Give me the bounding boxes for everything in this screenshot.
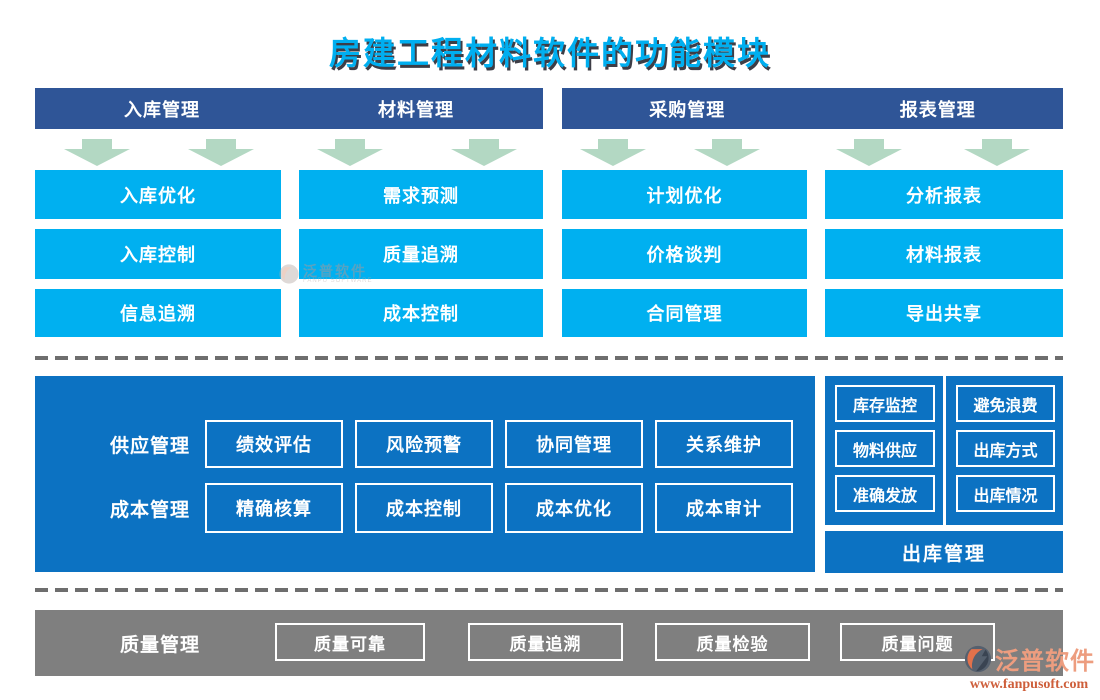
- right-module-box: 出库情况: [956, 475, 1055, 512]
- inventory-panel: 库存监控 物料供应 准确发放: [825, 376, 943, 525]
- top-module-box: 价格谈判: [562, 229, 807, 279]
- fanpu-logo-icon: [964, 645, 992, 672]
- right-module-box: 物料供应: [835, 430, 935, 467]
- mid-module-box: 成本控制: [355, 483, 493, 533]
- supply-cost-panel: 供应管理 成本管理 绩效评估 风险预警 协同管理 关系维护 精确核算 成本控制 …: [35, 376, 815, 572]
- group-header-material: 材料管理: [378, 99, 454, 120]
- right-module-box: 准确发放: [835, 475, 935, 512]
- down-arrow-icon: [64, 139, 130, 166]
- row-label-cost: 成本管理: [109, 499, 190, 521]
- right-module-box: 出库方式: [956, 430, 1055, 467]
- fanpu-logo-icon: [279, 264, 299, 284]
- outbound-panel: 避免浪费 出库方式 出库情况: [946, 376, 1063, 525]
- top-module-box: 质量追溯: [299, 229, 543, 279]
- top-module-box: 计划优化: [562, 170, 807, 219]
- group-header-storage: 入库管理: [124, 99, 200, 120]
- down-arrow-icon: [451, 139, 517, 166]
- top-module-box: 入库优化: [35, 170, 281, 219]
- watermark-subtitle: FANPU SOFTWARE: [303, 277, 373, 284]
- fanpu-logo: 泛普软件 www.fanpusoft.com: [958, 641, 1100, 693]
- quality-module-box: 质量追溯: [468, 623, 623, 661]
- quality-module-box: 质量问题: [840, 623, 995, 661]
- quality-panel: 质量管理 质量可靠 质量追溯 质量检验 质量问题: [35, 610, 1063, 676]
- down-arrow-icon: [836, 139, 902, 166]
- group-header-purchase: 采购管理: [649, 99, 726, 120]
- mid-module-box: 精确核算: [205, 483, 343, 533]
- dashed-divider: [35, 356, 1063, 360]
- quality-module-box: 质量检验: [655, 623, 810, 661]
- mid-module-box: 关系维护: [655, 420, 793, 468]
- quality-module-box: 质量可靠: [275, 623, 425, 661]
- row-label-supply: 供应管理: [109, 435, 190, 457]
- logo-url: www.fanpusoft.com: [969, 677, 1089, 692]
- mid-module-box: 成本审计: [655, 483, 793, 533]
- top-module-box: 分析报表: [825, 170, 1063, 219]
- header-bar-left: 入库管理 材料管理: [35, 88, 543, 129]
- mid-module-box: 协同管理: [505, 420, 643, 468]
- down-arrow-icon: [188, 139, 254, 166]
- top-module-box: 入库控制: [35, 229, 281, 279]
- right-module-box: 库存监控: [835, 385, 935, 422]
- watermark: 泛普软件 FANPU SOFTWARE: [278, 263, 372, 285]
- top-module-box: 成本控制: [299, 289, 543, 337]
- mid-module-box: 绩效评估: [205, 420, 343, 468]
- logo-name: 泛普软件: [995, 648, 1095, 675]
- top-module-box: 信息追溯: [35, 289, 281, 337]
- page-title: 房建工程材料软件的功能模块: [328, 35, 771, 71]
- watermark-name: 泛普软件: [303, 262, 367, 279]
- top-module-box: 导出共享: [825, 289, 1063, 337]
- outbound-management-bar: 出库管理: [825, 531, 1063, 573]
- down-arrow-icon: [694, 139, 760, 166]
- dashed-divider: [35, 588, 1063, 592]
- mid-module-box: 成本优化: [505, 483, 643, 533]
- header-bar-right: 采购管理 报表管理: [562, 88, 1063, 129]
- mid-module-box: 风险预警: [355, 420, 493, 468]
- top-module-box: 合同管理: [562, 289, 807, 337]
- down-arrow-icon: [964, 139, 1030, 166]
- right-module-box: 避免浪费: [956, 385, 1055, 422]
- group-header-report: 报表管理: [899, 99, 976, 120]
- row-label-quality: 质量管理: [119, 634, 200, 656]
- top-module-box: 需求预测: [299, 170, 543, 219]
- down-arrow-icon: [580, 139, 646, 166]
- top-module-box: 材料报表: [825, 229, 1063, 279]
- down-arrow-icon: [317, 139, 383, 166]
